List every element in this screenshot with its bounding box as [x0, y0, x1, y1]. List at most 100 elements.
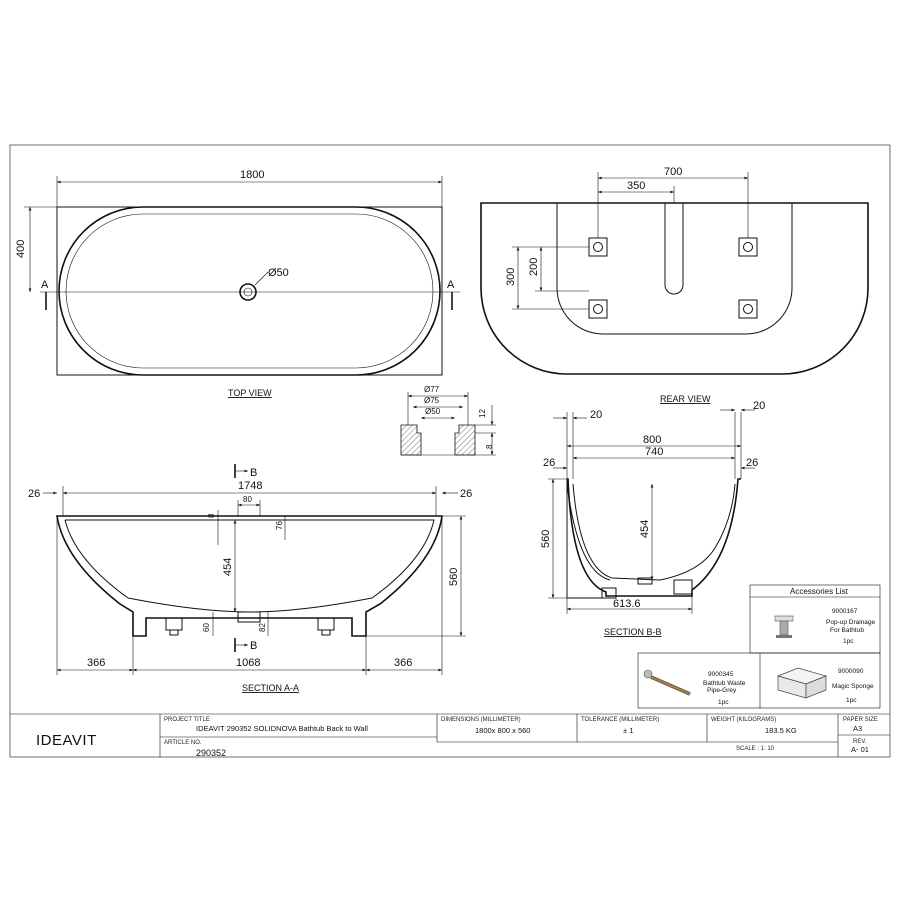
- foot-icon: [601, 587, 617, 599]
- rear-pipe: [664, 203, 684, 295]
- aa-edge-left: 26: [28, 488, 40, 500]
- acc-name-3: Magic Sponge: [832, 683, 874, 690]
- section-mark-b-top: B: [250, 467, 257, 479]
- bb-inner-740: 740: [645, 446, 663, 458]
- acc-code-2: 9000345: [708, 671, 734, 678]
- rear-foot: [588, 237, 608, 257]
- bb-rim-left: 20: [590, 409, 602, 421]
- aa-inner-length: 1748: [238, 480, 262, 492]
- rear-spacing-350: 350: [627, 180, 645, 192]
- foot-icon: [165, 617, 183, 631]
- aa-foot-mid: 1068: [236, 657, 260, 669]
- section-aa-shell: [56, 515, 443, 637]
- top-view-basin: [58, 206, 441, 376]
- drain-detail: Ø77 Ø75 Ø50 12 8: [400, 385, 496, 456]
- drain-d77: Ø77: [424, 385, 440, 394]
- section-bb-back: [566, 479, 604, 599]
- rear-view-outline: [480, 202, 869, 375]
- acc-name-2: Bathtub Waste: [703, 680, 746, 687]
- section-bb-inner: [572, 483, 736, 581]
- top-view-outline: [56, 206, 443, 376]
- rear-view-caption: REAR VIEW: [660, 394, 711, 404]
- drain-section: [400, 424, 422, 456]
- aa-foot-right: 366: [394, 657, 412, 669]
- acc-code-1: 9000167: [832, 608, 858, 615]
- bb-depth-454: 454: [639, 520, 651, 538]
- article-label: ARTICLE NO.: [164, 740, 202, 746]
- svg-text:For Bathtub: For Bathtub: [830, 627, 864, 634]
- top-view: Ø50 1800 400 A A TOP VIEW: [15, 169, 460, 398]
- aa-dim-60: 60: [202, 623, 211, 632]
- section-bb-view: 20 20 800 740 26 26 560 454 613.6 SECTIO…: [540, 400, 765, 637]
- bb-edge-right: 26: [746, 457, 758, 469]
- weight-value: 183.5 KG: [765, 726, 797, 735]
- acc-name-1: Pop-up Drainage: [826, 619, 876, 626]
- bb-rim-right: 20: [753, 400, 765, 412]
- accessories-title: Accessories List: [790, 587, 849, 596]
- bb-edge-left: 26: [543, 457, 555, 469]
- aa-dim-76: 76: [275, 521, 284, 530]
- top-view-caption: TOP VIEW: [228, 388, 272, 398]
- brand-logo: IDEAVIT: [36, 732, 97, 749]
- aa-depth-454: 454: [222, 558, 234, 576]
- tolerance-label: TOLERANCE (MILLIMETER): [581, 717, 659, 723]
- bb-height-560: 560: [540, 530, 552, 548]
- section-mark-a-right: A: [447, 279, 455, 291]
- rear-view-recess: [556, 203, 793, 335]
- accessories-table: Accessories List 9000167 Pop-up Drainage…: [637, 584, 881, 709]
- rear-foot: [738, 237, 758, 257]
- weight-label: WEIGHT (KILOGRAMS): [711, 717, 776, 723]
- title-block: IDEAVIT PROJECT TITLE IDEAVIT 290352 SOL…: [10, 713, 890, 758]
- top-length: 1800: [240, 169, 264, 181]
- tolerance-value: ± 1: [623, 726, 633, 735]
- bb-outer-800: 800: [643, 434, 661, 446]
- drain-d75: Ø75: [424, 396, 440, 405]
- rear-height-200: 200: [528, 258, 540, 276]
- project-title-label: PROJECT TITLE: [164, 717, 210, 723]
- rev-label: REV.: [853, 739, 867, 745]
- section-mark-b-bottom: B: [250, 640, 257, 652]
- waste-pipe-icon: [643, 669, 691, 696]
- drain-icon: [239, 283, 257, 301]
- rear-height-300: 300: [505, 268, 517, 286]
- rear-foot: [738, 299, 758, 319]
- foot-icon: [317, 617, 335, 631]
- top-width-half: 400: [15, 240, 27, 258]
- rear-view: 700 350 300 200 REAR VIEW: [480, 166, 869, 404]
- drain-fitting: [237, 611, 261, 623]
- top-view-basin-inner: [65, 213, 434, 369]
- drain-h8: 8: [485, 444, 494, 449]
- dimensions-value: 1800x 800 x 560: [475, 726, 530, 735]
- acc-qty-1: 1pc: [843, 638, 854, 645]
- magic-sponge-icon: [776, 667, 828, 699]
- project-title: IDEAVIT 290352 SOLIDNOVA Bathtub Back to…: [196, 724, 368, 733]
- article-no: 290352: [196, 748, 226, 758]
- drain-d50: Ø50: [425, 407, 441, 416]
- scale-value: SCALE : 1: 10: [736, 746, 775, 752]
- foot-icon: [673, 579, 693, 595]
- aa-height-560: 560: [448, 568, 460, 586]
- rear-spacing-700: 700: [664, 166, 682, 178]
- pop-up-drainage-icon: [774, 615, 794, 638]
- section-mark-a-left: A: [41, 279, 49, 291]
- acc-qty-2: 1pc: [718, 699, 729, 706]
- drain-section: [454, 424, 476, 456]
- section-bb-caption: SECTION B-B: [604, 627, 662, 637]
- rev-value: A- 01: [851, 745, 869, 754]
- acc-qty-3: 1pc: [846, 697, 857, 704]
- aa-rim-8: 8: [207, 513, 216, 518]
- acc-code-3: 9000090: [838, 668, 864, 675]
- drain-inner: [243, 287, 253, 297]
- svg-text:Pipe-Grey: Pipe-Grey: [707, 687, 737, 694]
- paper-size-label: PAPER SIZE: [843, 717, 878, 723]
- dimensions-label: DIMENSIONS (MILLIMETER): [441, 717, 521, 723]
- drain-diameter: Ø50: [268, 267, 289, 279]
- bb-base-613: 613.6: [613, 598, 641, 610]
- aa-dim-80: 80: [243, 495, 252, 504]
- sheet-border: [9, 144, 891, 758]
- section-aa-inner: [64, 519, 435, 613]
- section-aa-view: B B 1748 26 26 80 8 76 454 560 60: [28, 464, 472, 693]
- drain-h12: 12: [478, 409, 487, 418]
- aa-edge-right: 26: [460, 488, 472, 500]
